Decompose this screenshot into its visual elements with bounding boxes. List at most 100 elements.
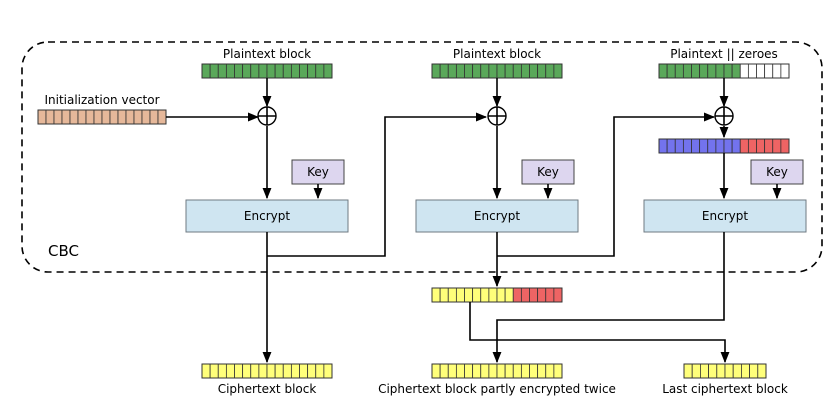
block-cell xyxy=(488,287,498,303)
block-cell xyxy=(53,109,63,125)
block-cell xyxy=(242,63,252,79)
block-cell xyxy=(431,363,441,379)
block-cell xyxy=(464,63,474,79)
ciphertext-block-1 xyxy=(201,363,333,379)
block-cell xyxy=(520,287,530,303)
block-cell xyxy=(739,63,749,79)
block-cell xyxy=(780,138,790,154)
block-cell xyxy=(691,63,701,79)
chain-encrypt1-to-xor2 xyxy=(267,112,488,257)
block-cell xyxy=(529,63,539,79)
ciphertext-label-1: Ciphertext block xyxy=(218,382,317,396)
block-cell xyxy=(707,138,717,154)
block-cell xyxy=(274,63,284,79)
intermediate-ciphertext-block xyxy=(431,287,563,303)
block-cell xyxy=(691,363,701,379)
block-cell xyxy=(77,109,87,125)
plaintext-block-2 xyxy=(431,63,563,79)
block-cell xyxy=(496,287,506,303)
block-cell xyxy=(504,363,514,379)
block-cell xyxy=(488,63,498,79)
block-cell xyxy=(274,363,284,379)
block-cell xyxy=(739,138,749,154)
block-outline xyxy=(201,363,333,379)
block-cell xyxy=(117,109,127,125)
block-cell xyxy=(553,363,563,379)
block-cell xyxy=(242,363,252,379)
encrypt-label-3: Encrypt xyxy=(702,209,748,223)
block-cell xyxy=(764,138,774,154)
block-cell xyxy=(699,138,709,154)
block-cell xyxy=(61,109,71,125)
block-cell xyxy=(764,63,774,79)
block-cell xyxy=(682,63,692,79)
intermediate-block xyxy=(658,138,790,154)
block-cell xyxy=(707,63,717,79)
block-cell xyxy=(282,63,292,79)
block-cell xyxy=(537,287,547,303)
block-cell xyxy=(447,287,457,303)
block-cell xyxy=(504,287,514,303)
block-cell xyxy=(480,63,490,79)
arrow-intermediate-to-last-ciphertext xyxy=(469,302,730,364)
block-cell xyxy=(480,363,490,379)
plaintext-zeroes-block xyxy=(658,63,790,79)
encrypt-box-2 xyxy=(415,199,579,233)
block-cell xyxy=(553,63,563,79)
block-cell xyxy=(299,63,309,79)
block-cell xyxy=(700,363,710,379)
block-cell xyxy=(217,363,227,379)
block-cell xyxy=(69,109,79,125)
block-cell xyxy=(658,138,668,154)
block-cell xyxy=(234,363,244,379)
key-label-2: Key xyxy=(537,165,559,179)
block-cell xyxy=(282,363,292,379)
block-cell xyxy=(772,138,782,154)
block-cell xyxy=(266,363,276,379)
block-cell xyxy=(266,63,276,79)
block-cell xyxy=(724,363,734,379)
block-cell xyxy=(209,363,219,379)
block-cell xyxy=(125,109,135,125)
xor-icon-1 xyxy=(257,106,277,126)
block-cell xyxy=(157,109,167,125)
encrypt-label-2: Encrypt xyxy=(474,209,520,223)
block-cell xyxy=(217,63,227,79)
block-cell xyxy=(464,363,474,379)
block-cell xyxy=(201,63,211,79)
block-cell xyxy=(141,109,151,125)
block-cell xyxy=(553,287,563,303)
plaintext-label-3: Plaintext || zeroes xyxy=(670,47,778,61)
xor-icon-3 xyxy=(714,106,734,126)
block-cell xyxy=(741,363,751,379)
plaintext-block-1 xyxy=(201,63,333,79)
block-cell xyxy=(323,63,333,79)
block-cell xyxy=(747,138,757,154)
plaintext-label-2: Plaintext block xyxy=(453,47,541,61)
block-cell xyxy=(520,363,530,379)
block-cell xyxy=(258,363,268,379)
iv-label: Initialization vector xyxy=(44,93,159,107)
block-cell xyxy=(93,109,103,125)
block-cell xyxy=(472,63,482,79)
block-cell xyxy=(512,63,522,79)
ciphertext-label-3: Last ciphertext block xyxy=(662,382,788,396)
xor-icon-2 xyxy=(487,106,507,126)
block-cell xyxy=(512,287,522,303)
block-cell xyxy=(496,363,506,379)
block-cell xyxy=(323,363,333,379)
block-cell xyxy=(447,363,457,379)
block-cell xyxy=(674,138,684,154)
block-cell xyxy=(504,63,514,79)
cbc-frame xyxy=(21,41,823,273)
block-cell xyxy=(683,363,693,379)
block-cell xyxy=(715,138,725,154)
block-cell xyxy=(731,63,741,79)
block-outline xyxy=(431,363,563,379)
block-cell xyxy=(545,363,555,379)
block-cell xyxy=(472,287,482,303)
block-cell xyxy=(85,109,95,125)
block-cell xyxy=(674,63,684,79)
last-ciphertext-block xyxy=(683,363,767,379)
block-cell xyxy=(455,363,465,379)
